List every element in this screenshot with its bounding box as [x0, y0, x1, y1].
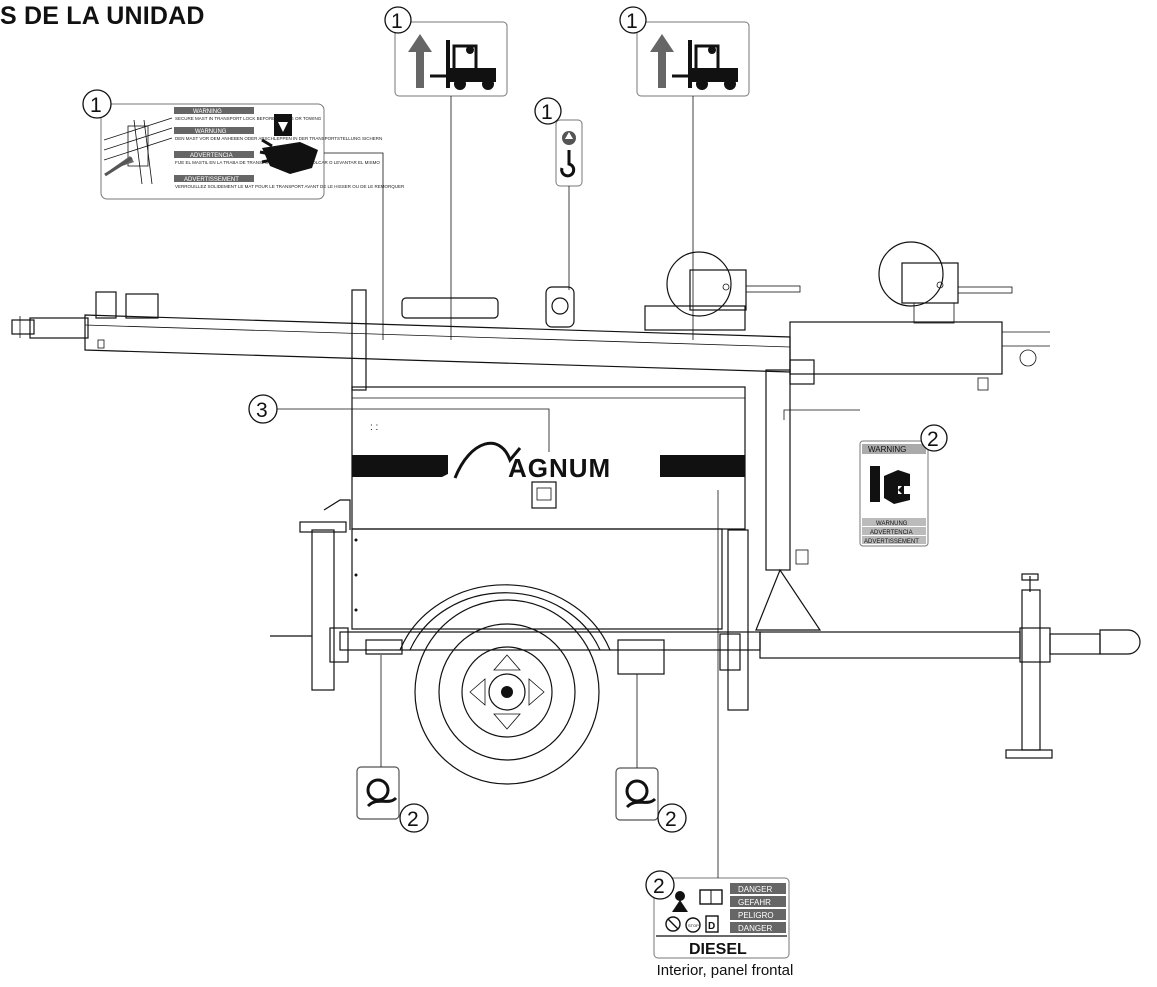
crush-hand-icon — [259, 114, 318, 174]
crush-hand-warning-decal: WARNING WARNUNG ADVERTENCIA ADVERTISSEME… — [859, 440, 929, 547]
page-title: S DE LA UNIDAD — [0, 2, 205, 30]
svg-text:GEFAHR: GEFAHR — [738, 898, 771, 907]
callout-2-hand: 2 — [927, 428, 939, 451]
svg-text:ADVERTENCIA: ADVERTENCIA — [870, 530, 913, 536]
light-tower-trailer: AGNUM : : — [11, 241, 1141, 785]
callout-3-logo: 3 — [256, 399, 268, 422]
forklift-icon — [636, 21, 750, 97]
figure-caption: Interior, panel frontal — [656, 962, 794, 979]
crush-hand-icon — [870, 466, 914, 504]
callout-1-forklift-right: 1 — [626, 10, 638, 33]
tie-down-icon — [615, 767, 659, 821]
svg-text:VERROUILLEZ SOLIDEMENT LE MAT: VERROUILLEZ SOLIDEMENT LE MAT POUR LE TR… — [175, 184, 405, 189]
callout-2-tiedown-right: 2 — [665, 808, 677, 831]
callout-2-tiedown-left: 2 — [407, 808, 419, 831]
lift-hook-icon — [555, 119, 583, 187]
callout-1-hook: 1 — [541, 101, 553, 124]
svg-text:WARNING: WARNING — [868, 445, 906, 454]
svg-text:WARNING: WARNING — [193, 109, 222, 115]
callout-1-warning: 1 — [90, 94, 102, 117]
svg-text:STOP: STOP — [688, 923, 699, 928]
svg-text:SECURE MAST IN TRANSPORT LOCK: SECURE MAST IN TRANSPORT LOCK BEFORE LIF… — [175, 116, 322, 121]
svg-text:ADVERTISSEMENT: ADVERTISSEMENT — [184, 177, 239, 183]
callout-2-diesel: 2 — [653, 875, 665, 898]
callout-1-forklift-left: 1 — [391, 10, 403, 33]
svg-text:DEN MAST VOR DEM ANHEBEN ODER: DEN MAST VOR DEM ANHEBEN ODER ABSCHLEPPE… — [175, 136, 382, 141]
svg-text:D: D — [708, 921, 715, 932]
mast-lock-illustration — [103, 117, 173, 185]
svg-text:DIESEL: DIESEL — [689, 941, 747, 958]
svg-text:WARNUNG: WARNUNG — [876, 521, 908, 527]
diesel-danger-icon: STOP D DANGER GEFAHR PELIGRO DANGER DIES… — [653, 877, 790, 959]
svg-text:: :: : : — [370, 422, 378, 433]
brand-logo: AGNUM — [508, 453, 611, 483]
svg-text:ADVERTISSEMENT: ADVERTISSEMENT — [864, 539, 919, 545]
svg-text:ADVERTENCIA: ADVERTENCIA — [190, 153, 233, 159]
svg-text:WARNUNG: WARNUNG — [195, 129, 227, 135]
svg-text:DANGER: DANGER — [738, 924, 772, 933]
mast-lock-warning-decal: WARNING SECURE MAST IN TRANSPORT LOCK BE… — [100, 103, 405, 200]
forklift-icon — [394, 21, 508, 97]
tie-down-icon — [356, 766, 400, 820]
svg-text:DANGER: DANGER — [738, 885, 772, 894]
svg-text:PELIGRO: PELIGRO — [738, 911, 774, 920]
